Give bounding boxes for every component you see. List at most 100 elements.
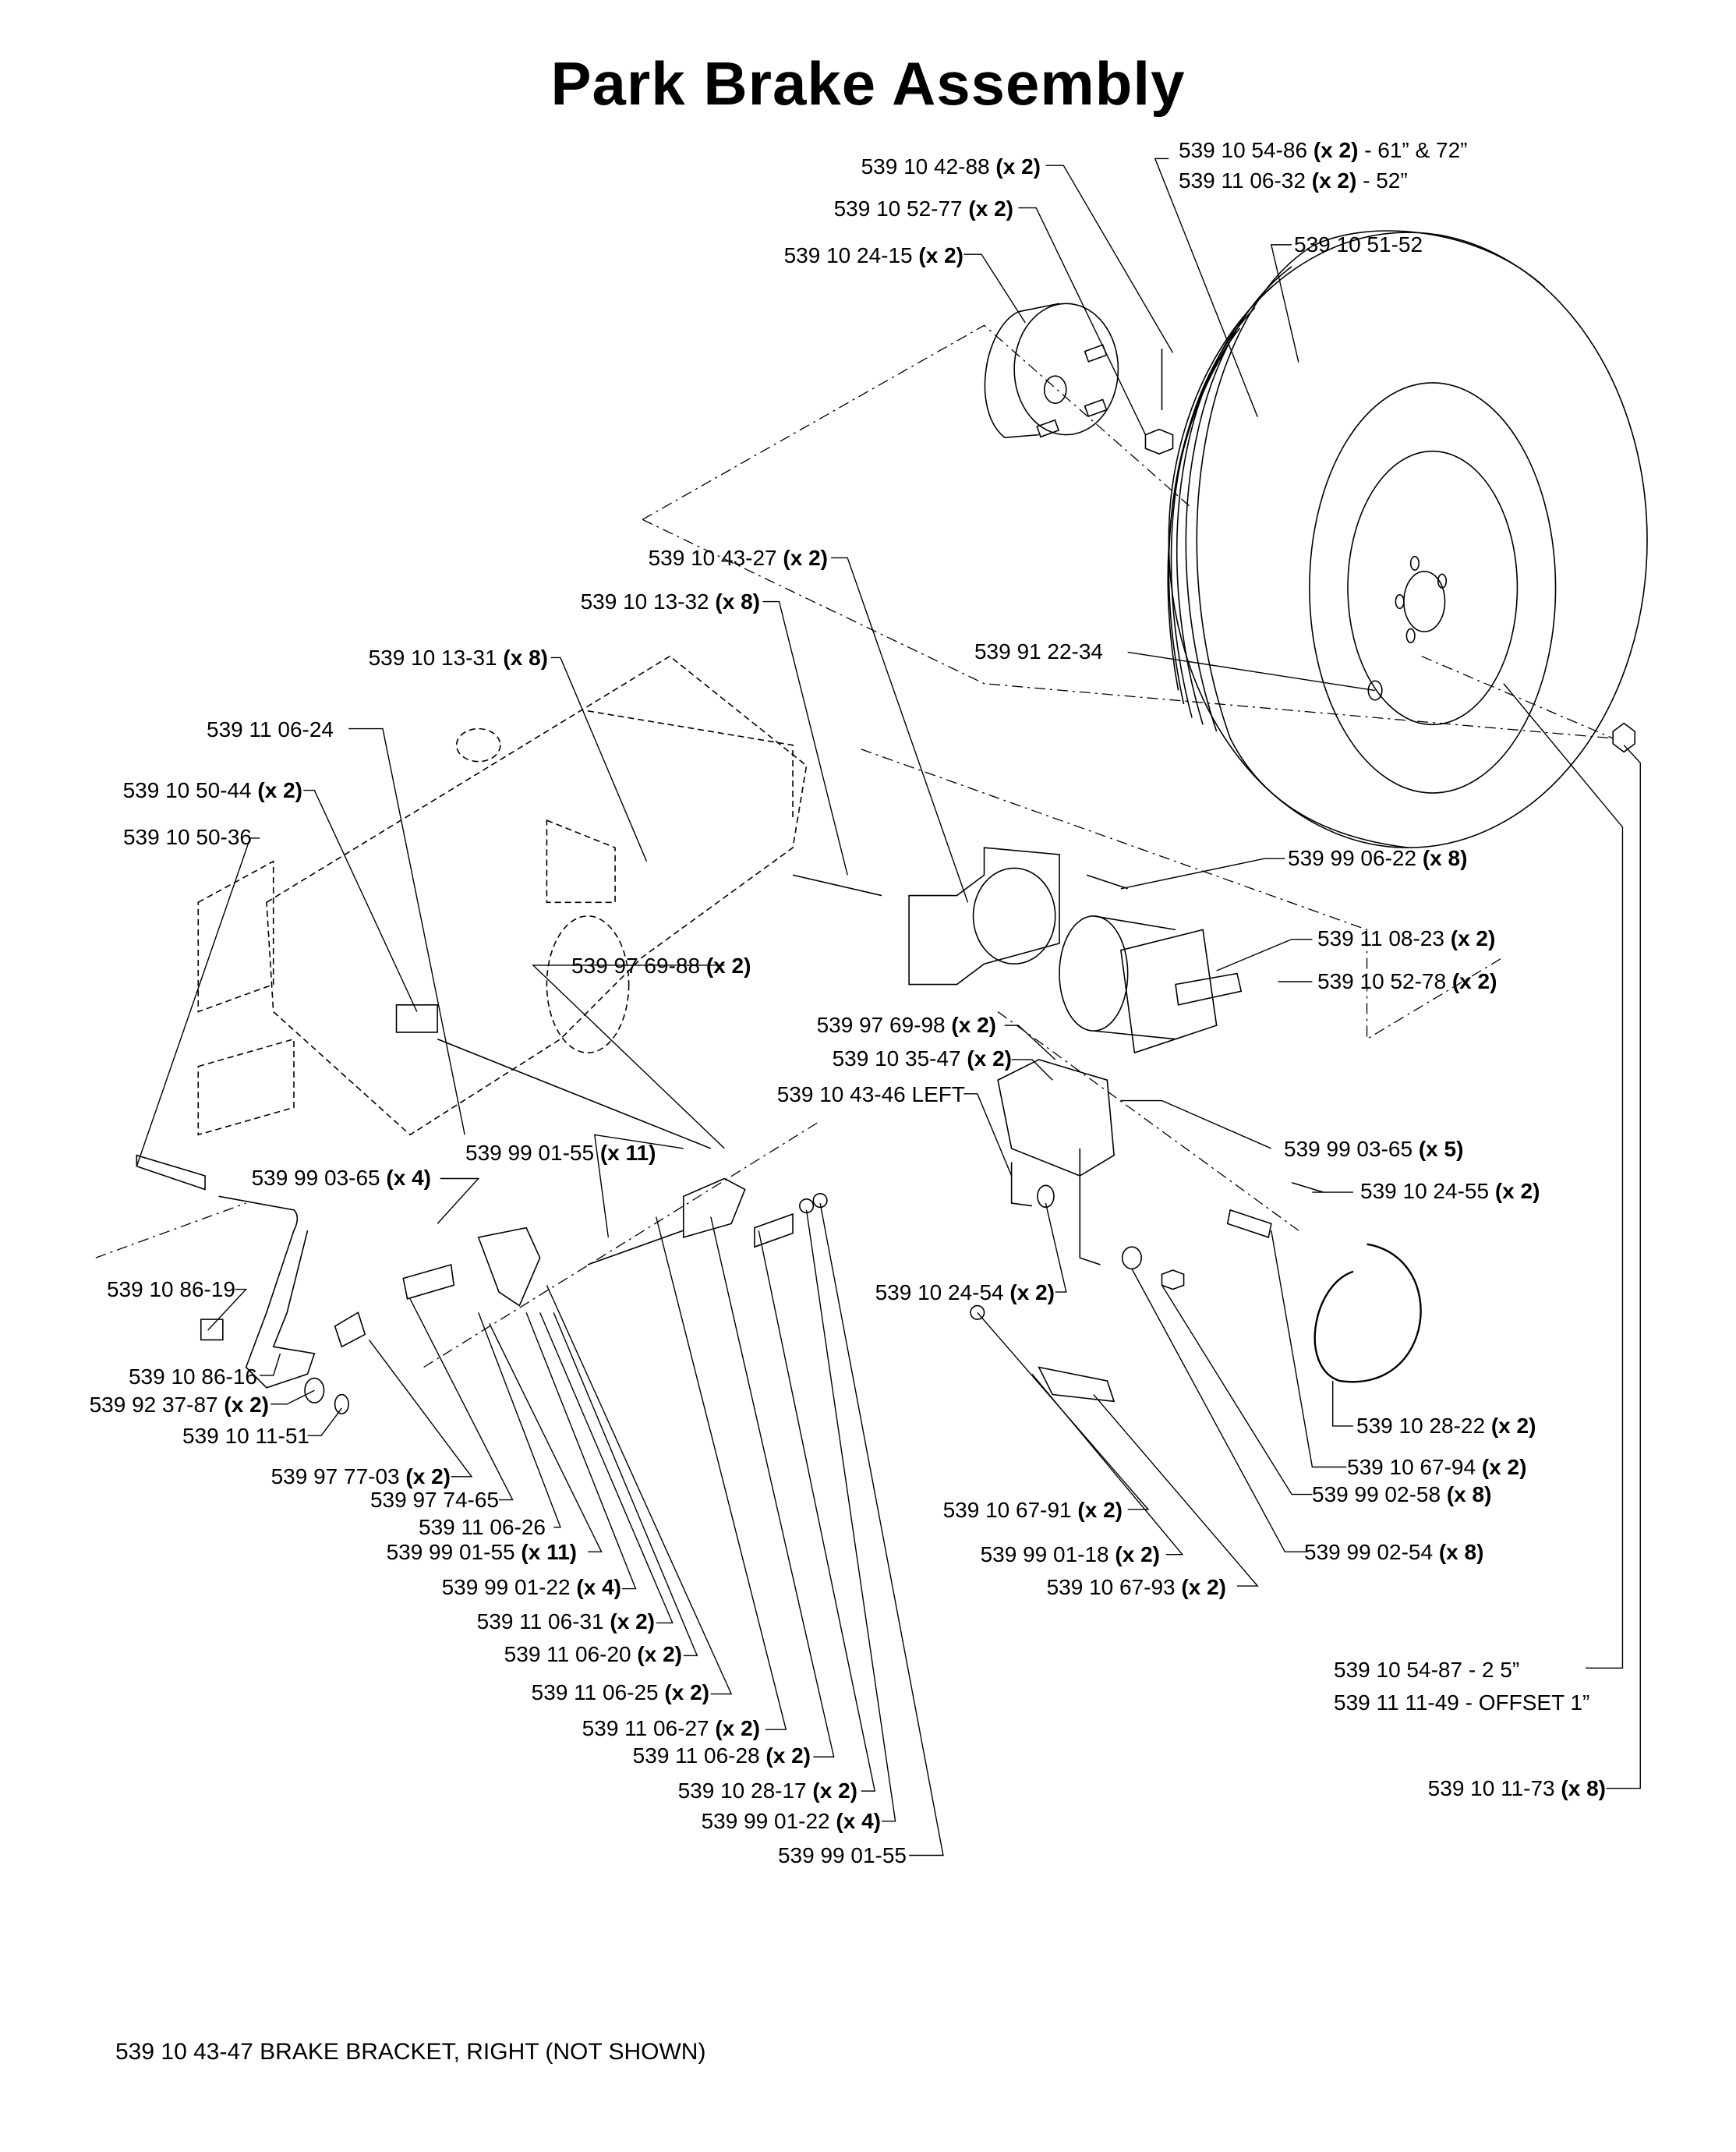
callout-label[interactable]: 539 10 52-78 (x 2) xyxy=(1317,971,1497,993)
part-number: 539 10 28-17 xyxy=(677,1779,807,1803)
callout-label[interactable]: 539 10 50-44 (x 2) xyxy=(123,780,302,802)
callout-label[interactable]: 539 10 11-73 (x 8) xyxy=(1428,1778,1606,1800)
part-number: 539 10 43-46 LEFT xyxy=(776,1082,965,1106)
callout-label[interactable]: 539 99 01-22 (x 4) xyxy=(442,1577,621,1598)
part-number: 539 10 11-51 xyxy=(182,1424,309,1448)
part-quantity: (x 4) xyxy=(576,1575,621,1599)
part-number: 539 10 67-94 xyxy=(1347,1455,1476,1479)
part-number: 539 10 86-16 xyxy=(128,1364,257,1389)
callout-label[interactable]: 539 10 28-22 (x 2) xyxy=(1356,1415,1536,1437)
callout-label[interactable]: 539 11 08-23 (x 2) xyxy=(1317,928,1495,950)
callout-label[interactable]: 539 10 11-51 xyxy=(182,1425,309,1447)
part-quantity: (x 2) xyxy=(257,778,302,802)
callout-label[interactable]: 539 10 43-27 (x 2) xyxy=(649,547,828,569)
callout-label[interactable]: 539 92 37-87 (x 2) xyxy=(90,1394,269,1416)
callout-label[interactable]: 539 10 67-91 (x 2) xyxy=(943,1499,1123,1521)
callout-label[interactable]: 539 10 35-47 (x 2) xyxy=(833,1048,1012,1070)
callout-label[interactable]: 539 11 06-27 (x 2) xyxy=(582,1718,760,1740)
callout-label[interactable]: 539 99 02-54 (x 8) xyxy=(1304,1541,1483,1563)
callout-label[interactable]: 539 99 03-65 (x 5) xyxy=(1284,1138,1463,1160)
callout-label[interactable]: 539 10 86-16 xyxy=(129,1366,257,1388)
part-number: 539 10 24-55 xyxy=(1360,1179,1490,1203)
callout-label[interactable]: 539 10 43-46 LEFT xyxy=(777,1084,965,1106)
callout-label[interactable]: 539 99 01-55 (x 11) xyxy=(387,1541,577,1563)
callout-label[interactable]: 539 97 69-98 (x 2) xyxy=(817,1014,996,1036)
part-number: 539 10 50-36 xyxy=(122,825,252,849)
callout-label[interactable]: 539 99 03-65 (x 4) xyxy=(252,1167,431,1189)
callout-label[interactable]: 539 99 02-58 (x 8) xyxy=(1312,1484,1491,1506)
part-number: 539 10 51-52 xyxy=(1294,232,1423,257)
part-number: 539 11 06-31 xyxy=(476,1609,604,1633)
callout-label[interactable]: 539 10 24-55 (x 2) xyxy=(1360,1180,1540,1202)
part-number: 539 10 13-31 xyxy=(368,646,497,670)
callout-label[interactable]: 539 10 50-36 xyxy=(123,826,252,848)
callout-label[interactable]: 539 10 54-86 (x 2) - 61” & 72” xyxy=(1179,140,1467,161)
callout-label[interactable]: 539 10 67-94 (x 2) xyxy=(1347,1456,1526,1478)
part-number: 539 10 54-86 xyxy=(1179,138,1308,162)
callout-label[interactable]: 539 11 11-49 - OFFSET 1” xyxy=(1334,1692,1589,1714)
callout-label[interactable]: 539 99 06-22 (x 8) xyxy=(1288,848,1467,869)
part-number: 539 99 01-18 xyxy=(980,1542,1109,1566)
part-note: - 52” xyxy=(1356,168,1408,193)
alignment-lines xyxy=(96,325,1613,1367)
callout-label[interactable]: 539 10 13-32 (x 8) xyxy=(581,591,760,613)
callout-label[interactable]: 539 10 52-77 (x 2) xyxy=(834,198,1013,220)
part-quantity: (x 2) xyxy=(1009,1280,1055,1304)
part-number: 539 11 06-27 xyxy=(582,1716,709,1740)
part-number: 539 10 13-32 xyxy=(580,589,709,614)
part-number: 539 10 43-27 xyxy=(648,546,777,570)
part-quantity: (x 2) xyxy=(1490,1414,1536,1438)
part-quantity: (x 2) xyxy=(1451,969,1497,993)
part-quantity: (x 2) xyxy=(405,1464,451,1488)
callout-label[interactable]: 539 11 06-20 (x 2) xyxy=(504,1644,682,1665)
part-quantity: (x 11) xyxy=(521,1540,577,1564)
brake-arm-drawing xyxy=(971,1060,1323,1401)
part-number: 539 99 02-58 xyxy=(1312,1482,1441,1506)
callout-label[interactable]: 539 99 01-18 (x 2) xyxy=(981,1544,1160,1566)
part-number: 539 11 06-20 xyxy=(504,1642,631,1666)
part-quantity: (x 2) xyxy=(1450,926,1496,950)
callout-label[interactable]: 539 97 69-88 (x 2) xyxy=(571,955,751,977)
callout-label[interactable]: 539 97 77-03 (x 2) xyxy=(271,1466,451,1488)
part-number: 539 99 01-22 xyxy=(441,1575,571,1599)
part-number: 539 11 06-24 xyxy=(207,717,334,742)
part-number: 539 91 22-34 xyxy=(974,639,1103,664)
callout-label[interactable]: 539 11 06-25 (x 2) xyxy=(532,1682,709,1704)
callout-label[interactable]: 539 11 06-26 xyxy=(419,1517,546,1538)
callout-label[interactable]: 539 10 54-87 - 2 5” xyxy=(1334,1659,1519,1681)
part-number: 539 11 06-26 xyxy=(419,1515,546,1539)
part-number: 539 10 42-88 xyxy=(861,154,990,179)
part-quantity: (x 2) xyxy=(918,243,963,267)
callout-label[interactable]: 539 99 01-22 (x 4) xyxy=(702,1810,881,1832)
part-number: 539 10 28-22 xyxy=(1356,1414,1486,1438)
callout-label[interactable]: 539 10 24-54 (x 2) xyxy=(875,1282,1055,1304)
callout-label[interactable]: 539 10 24-15 (x 2) xyxy=(784,245,963,267)
callout-label[interactable]: 539 10 13-31 (x 8) xyxy=(369,647,548,669)
part-number: 539 11 11-49 xyxy=(1334,1690,1459,1715)
part-number: 539 99 03-65 xyxy=(1284,1137,1413,1161)
callout-label[interactable]: 539 10 28-17 (x 2) xyxy=(678,1780,857,1802)
part-quantity: (x 2) xyxy=(1313,138,1359,162)
part-quantity: (x 8) xyxy=(715,589,760,614)
part-number: 539 99 01-55 xyxy=(465,1141,595,1165)
part-note: - 2 5” xyxy=(1462,1658,1520,1682)
part-quantity: (x 2) xyxy=(967,1046,1012,1071)
callout-label[interactable]: 539 97 74-65 xyxy=(370,1489,499,1511)
part-quantity: (x 4) xyxy=(836,1809,881,1833)
callout-label[interactable]: 539 99 01-55 (x 11) xyxy=(465,1142,656,1164)
callout-label[interactable]: 539 11 06-28 (x 2) xyxy=(633,1745,811,1767)
callout-label[interactable]: 539 11 06-31 (x 2) xyxy=(477,1611,655,1633)
callout-label[interactable]: 539 10 42-88 (x 2) xyxy=(861,156,1041,178)
callout-label[interactable]: 539 10 67-93 (x 2) xyxy=(1047,1577,1226,1598)
callout-label[interactable]: 539 11 06-24 xyxy=(207,719,334,741)
part-number: 539 99 01-55 xyxy=(386,1540,515,1564)
callout-label[interactable]: 539 11 06-32 (x 2) - 52” xyxy=(1179,170,1408,192)
callout-label[interactable]: 539 99 01-55 xyxy=(778,1845,907,1867)
part-number: 539 11 06-32 xyxy=(1179,168,1306,193)
callout-label[interactable]: 539 10 86-19 xyxy=(107,1279,235,1301)
hydraulic-motor-drawing xyxy=(1059,916,1241,1053)
callout-label[interactable]: 539 91 22-34 xyxy=(974,641,1103,663)
part-quantity: (x 2) xyxy=(610,1609,655,1633)
callout-label[interactable]: 539 10 51-52 xyxy=(1294,234,1423,256)
part-number: 539 10 86-19 xyxy=(106,1277,235,1301)
